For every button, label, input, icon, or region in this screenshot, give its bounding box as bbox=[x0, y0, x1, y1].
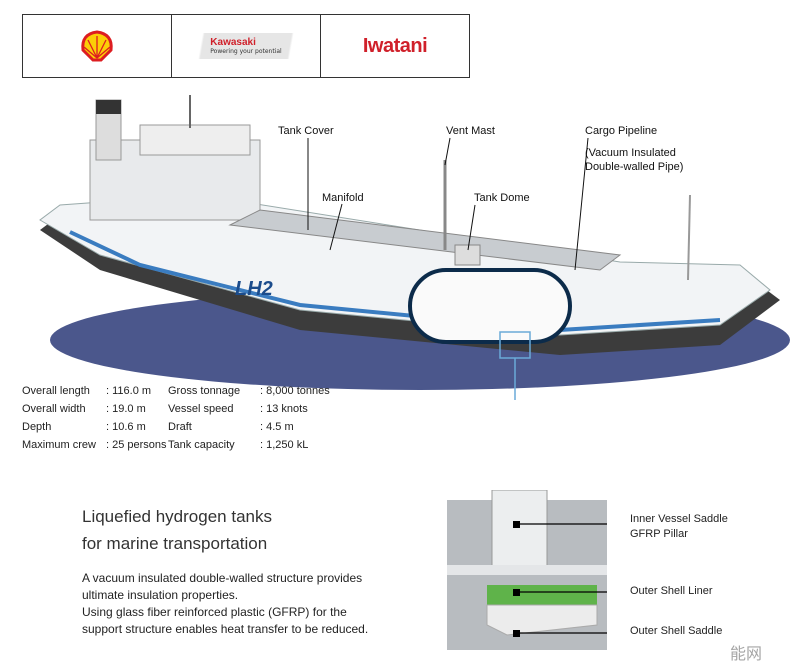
outer-shell-saddle bbox=[486, 604, 598, 636]
detail-leaders bbox=[520, 523, 607, 634]
label-outer-liner: Outer Shell Liner bbox=[630, 585, 713, 597]
callout-leaders bbox=[307, 137, 589, 271]
kawasaki-name: Kawasaki bbox=[210, 37, 256, 48]
spec-value: : 116.0 m bbox=[106, 385, 152, 397]
spec-table: Overall length : 116.0 m Gross tonnage : 8… bbox=[22, 382, 360, 454]
detail-markers bbox=[513, 521, 520, 637]
gfrp-pillar bbox=[491, 490, 548, 571]
kawasaki-tagline: Powering your potential bbox=[210, 48, 282, 55]
label-tank-cover: Tank Cover bbox=[278, 125, 334, 137]
fore-mast bbox=[687, 194, 691, 281]
watermark: 能网 bbox=[730, 644, 763, 663]
spec-label: Depth bbox=[22, 421, 52, 433]
label-inner-saddle: Inner Vessel Saddle GFRP Pillar bbox=[630, 512, 728, 542]
label-tank-dome: Tank Dome bbox=[474, 192, 530, 204]
spec-value: : 13 knots bbox=[260, 403, 308, 415]
spec-label: Vessel speed bbox=[168, 403, 234, 415]
shell-icon bbox=[81, 30, 113, 62]
label-vent-mast: Vent Mast bbox=[446, 125, 495, 137]
saddle-detail-illustration bbox=[447, 490, 607, 650]
spec-label: Maximum crew bbox=[22, 439, 96, 451]
spec-label: Overall width bbox=[22, 403, 86, 415]
desc-line: support structure enables heat transfer … bbox=[82, 622, 369, 636]
desc-line: ultimate insulation properties. bbox=[82, 588, 239, 602]
section-description: A vacuum insulated double-walled structu… bbox=[82, 570, 368, 638]
iwatani-logo: Iwatani bbox=[321, 15, 469, 77]
spec-label: Overall length bbox=[22, 385, 90, 397]
spec-label: Gross tonnage bbox=[168, 385, 241, 397]
spec-label: Tank capacity bbox=[168, 439, 235, 451]
label-cargo-pipeline-note-2: Double-walled Pipe) bbox=[585, 161, 684, 173]
lh2-tank bbox=[408, 268, 572, 344]
ship-illustration: LH2 bbox=[39, 95, 790, 400]
spec-value: : 1,250 kL bbox=[260, 439, 309, 451]
desc-line: A vacuum insulated double-walled structu… bbox=[82, 571, 363, 585]
label-cargo-pipeline-note-1: (Vacuum Insulated bbox=[585, 147, 676, 159]
spec-value: : 8,000 tonnes bbox=[260, 385, 330, 397]
hull-lh2-text: LH2 bbox=[235, 278, 273, 300]
section-title: Liquefied hydrogen tanks for marine tran… bbox=[82, 503, 272, 557]
hull-stripe bbox=[69, 230, 721, 333]
label-outer-saddle: Outer Shell Saddle bbox=[630, 625, 723, 637]
iwatani-text: Iwatani bbox=[362, 34, 428, 57]
bridge bbox=[139, 124, 251, 156]
title-line: for marine transportation bbox=[82, 534, 268, 553]
label-line: Inner Vessel Saddle bbox=[630, 513, 728, 525]
tank-dome bbox=[454, 244, 481, 266]
spec-value: : 19.0 m bbox=[106, 403, 146, 415]
spec-value: : 25 persons bbox=[106, 439, 167, 451]
label-manifold: Manifold bbox=[322, 192, 364, 204]
desc-line: Using glass fiber reinforced plastic (GF… bbox=[82, 605, 347, 619]
title-line: Liquefied hydrogen tanks bbox=[82, 507, 272, 526]
spec-value: : 4.5 m bbox=[260, 421, 294, 433]
spec-label: Draft bbox=[168, 421, 192, 433]
shell-logo bbox=[23, 15, 172, 77]
label-line: GFRP Pillar bbox=[630, 528, 688, 540]
funnel-top bbox=[96, 100, 121, 114]
label-cargo-pipeline: Cargo Pipeline bbox=[585, 125, 658, 137]
spec-value: : 10.6 m bbox=[106, 421, 146, 433]
